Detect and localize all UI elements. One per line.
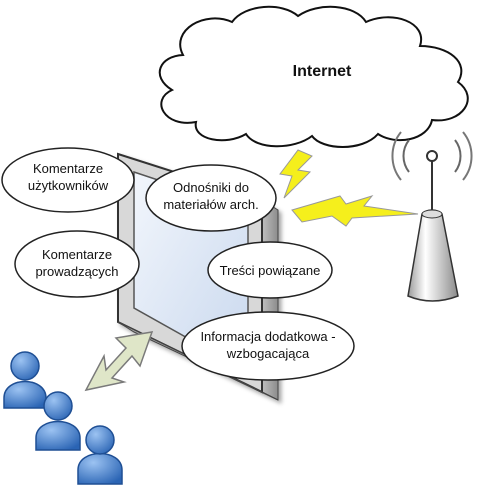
bubble-related-content: Treści powiązane	[207, 241, 333, 299]
cloud-icon	[158, 5, 469, 148]
bubble-archive-links-line1: Odnośniki do	[173, 180, 249, 195]
user-group-icon	[3, 351, 123, 485]
lightning-bolt-icon	[279, 149, 313, 199]
bubble-host-comments-line1: Komentarze	[42, 247, 112, 262]
bubble-archive-links: Odnośniki do materiałów arch.	[145, 164, 277, 232]
bubble-extra-info: Informacja dodatkowa - wzbogacająca	[181, 311, 355, 381]
bubble-extra-info-line1: Informacja dodatkowa -	[200, 329, 335, 344]
bubble-user-comments-line2: użytkowników	[28, 178, 109, 193]
bubble-user-comments: Komentarze użytkowników	[1, 147, 135, 213]
cloud-label: Internet	[293, 63, 352, 80]
bubble-related-content-line1: Treści powiązane	[220, 263, 321, 278]
user-icon	[3, 351, 47, 409]
bubble-extra-info-line2: wzbogacająca	[226, 346, 310, 361]
user-icon	[35, 391, 81, 451]
bubble-host-comments-line2: prowadzących	[35, 264, 118, 279]
wifi-antenna-icon	[391, 131, 473, 302]
lightning-bolt-icon	[291, 195, 419, 227]
bubble-archive-links-line2: materiałów arch.	[163, 197, 258, 212]
double-arrow-icon	[84, 331, 154, 392]
bubble-host-comments: Komentarze prowadzących	[14, 230, 140, 298]
user-icon	[77, 425, 123, 485]
bubble-user-comments-line1: Komentarze	[33, 161, 103, 176]
